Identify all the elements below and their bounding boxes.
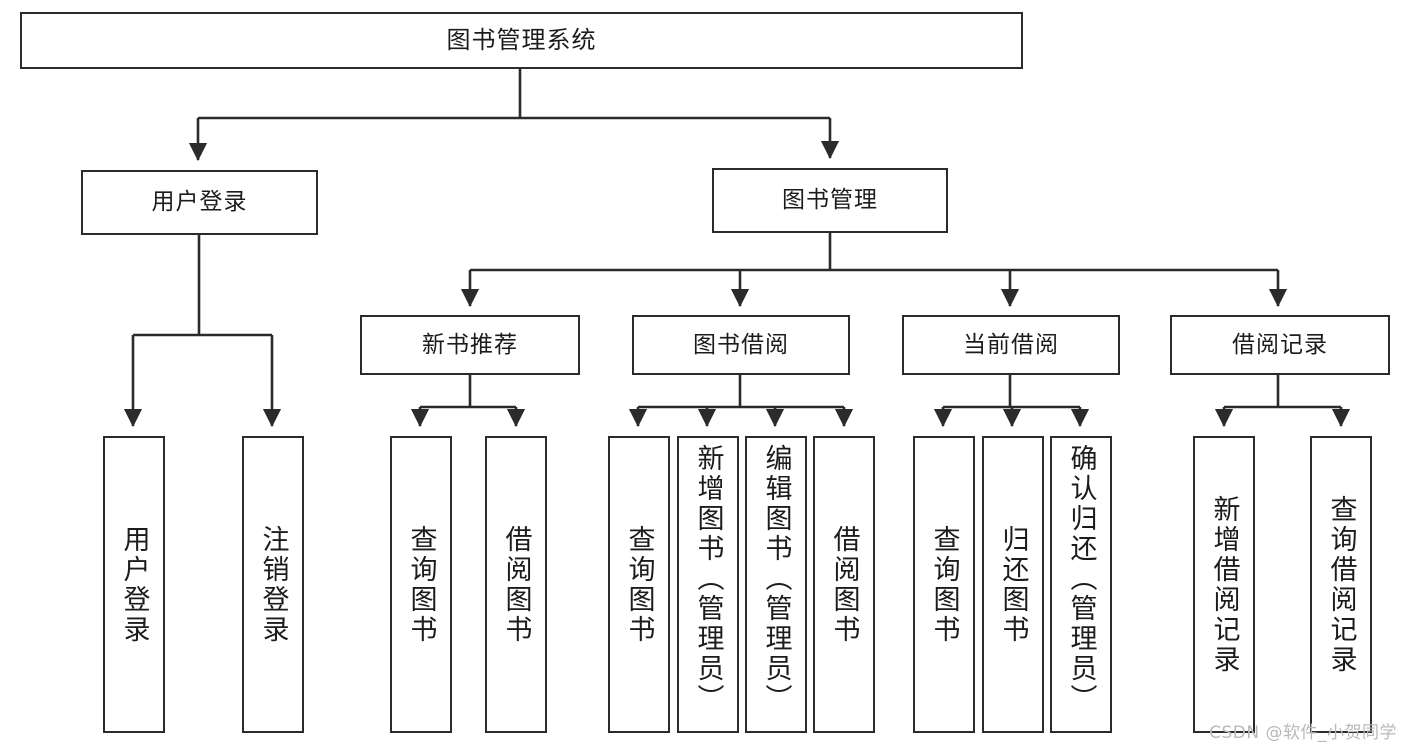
node-leaf-borrow-book-1-label: 借阅图书: [500, 524, 532, 645]
node-borrow-record-label: 借阅记录: [1232, 331, 1328, 358]
node-leaf-query-record-label: 查询借阅记录: [1325, 494, 1357, 675]
node-leaf-add-book-label: 新增图书（管理员）: [692, 444, 724, 714]
node-book-borrow[interactable]: 图书借阅: [632, 315, 850, 375]
node-leaf-return-book-label: 归还图书: [997, 524, 1029, 645]
node-book-manage-label: 图书管理: [782, 187, 878, 214]
node-leaf-add-record[interactable]: 新增借阅记录: [1193, 436, 1255, 733]
node-leaf-user-login[interactable]: 用户登录: [103, 436, 165, 733]
node-leaf-query-book-3-label: 查询图书: [928, 524, 960, 645]
node-current-borrow-label: 当前借阅: [963, 331, 1059, 358]
node-leaf-borrow-book-2[interactable]: 借阅图书: [813, 436, 875, 733]
node-leaf-user-logout[interactable]: 注销登录: [242, 436, 304, 733]
node-user-login-label: 用户登录: [151, 189, 248, 216]
node-leaf-edit-book-label: 编辑图书（管理员）: [760, 444, 792, 714]
node-leaf-query-book-1-label: 查询图书: [405, 524, 437, 645]
node-book-manage[interactable]: 图书管理: [712, 168, 948, 233]
node-leaf-user-login-label: 用户登录: [118, 524, 150, 645]
node-leaf-edit-book[interactable]: 编辑图书（管理员）: [745, 436, 807, 733]
node-leaf-borrow-book-2-label: 借阅图书: [828, 524, 860, 645]
node-leaf-user-logout-label: 注销登录: [257, 524, 289, 645]
node-leaf-query-book-3[interactable]: 查询图书: [913, 436, 975, 733]
node-leaf-confirm-return-label: 确认归还（管理员）: [1065, 444, 1097, 714]
node-leaf-add-record-label: 新增借阅记录: [1208, 494, 1240, 675]
node-root[interactable]: 图书管理系统: [20, 12, 1023, 69]
node-user-login[interactable]: 用户登录: [81, 170, 318, 235]
node-leaf-query-book-2-label: 查询图书: [623, 524, 655, 645]
node-leaf-query-record[interactable]: 查询借阅记录: [1310, 436, 1372, 733]
node-leaf-return-book[interactable]: 归还图书: [982, 436, 1044, 733]
node-leaf-add-book[interactable]: 新增图书（管理员）: [677, 436, 739, 733]
node-new-book-rec-label: 新书推荐: [422, 331, 518, 358]
node-book-borrow-label: 图书借阅: [693, 331, 789, 358]
node-current-borrow[interactable]: 当前借阅: [902, 315, 1120, 375]
node-leaf-query-book-1[interactable]: 查询图书: [390, 436, 452, 733]
node-borrow-record[interactable]: 借阅记录: [1170, 315, 1390, 375]
node-leaf-borrow-book-1[interactable]: 借阅图书: [485, 436, 547, 733]
node-leaf-confirm-return[interactable]: 确认归还（管理员）: [1050, 436, 1112, 733]
csdn-watermark: CSDN @软件_小贺同学: [1209, 723, 1397, 743]
node-leaf-query-book-2[interactable]: 查询图书: [608, 436, 670, 733]
node-new-book-rec[interactable]: 新书推荐: [360, 315, 580, 375]
node-root-label: 图书管理系统: [446, 25, 597, 54]
